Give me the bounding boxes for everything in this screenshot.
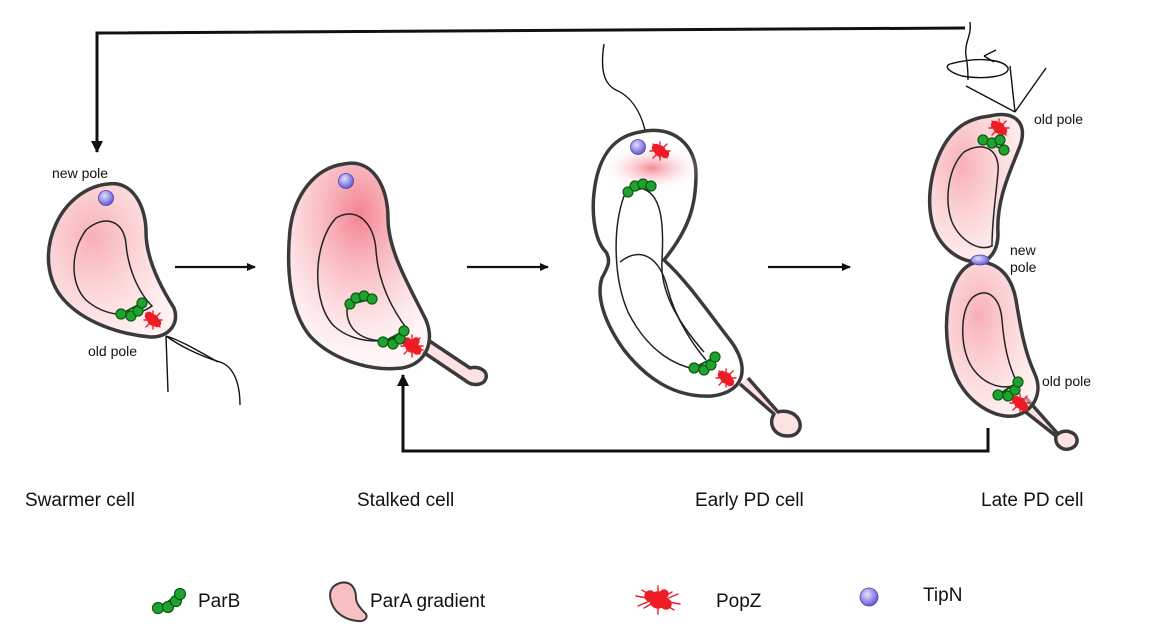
late-new-pole-label-line1: new bbox=[1010, 242, 1037, 258]
parb-foci bbox=[115, 134, 1024, 615]
tipn-late-division-site bbox=[970, 254, 990, 266]
stage-label-stalked: Stalked cell bbox=[357, 490, 454, 511]
legend-popz-label: PopZ bbox=[716, 591, 762, 612]
parb-stalked-left bbox=[344, 290, 378, 310]
tipn-early bbox=[630, 139, 646, 155]
stage-label-swarmer: Swarmer cell bbox=[25, 490, 135, 511]
legend-parb-label: ParB bbox=[198, 591, 240, 612]
parb-stalked-right bbox=[377, 325, 410, 350]
popz-stalked bbox=[400, 334, 424, 358]
late-new-pole-label-line2: pole bbox=[1010, 259, 1037, 275]
parb-late-top bbox=[977, 134, 1010, 156]
popz-early-bottom bbox=[715, 368, 737, 388]
late-old-pole-top-label: old pole bbox=[1034, 111, 1083, 127]
parb-early-top bbox=[622, 178, 657, 198]
parb-swarmer bbox=[115, 297, 148, 322]
tipn-foci bbox=[98, 139, 990, 607]
tipn-swarmer bbox=[98, 190, 114, 206]
popz-foci bbox=[143, 118, 1031, 615]
swarmer-cell bbox=[46, 181, 241, 406]
swarmer-new-pole-label: new pole bbox=[52, 165, 108, 181]
parb-late-bottom bbox=[992, 376, 1024, 402]
stage-label-early-pd: Early PD cell bbox=[695, 490, 804, 511]
late-old-pole-bottom-label: old pole bbox=[1042, 373, 1091, 389]
parb-early-bottom bbox=[688, 351, 721, 376]
tipn-stalked bbox=[338, 173, 354, 189]
bottom-return-arrow bbox=[397, 374, 990, 453]
tipn-legend-icon bbox=[859, 587, 879, 607]
top-return-arrow bbox=[91, 26, 966, 153]
para-gradient-legend-icon bbox=[329, 581, 368, 623]
popz-legend-icon bbox=[635, 585, 681, 615]
early-pd-cell bbox=[591, 43, 802, 438]
para-gradient-band bbox=[600, 144, 704, 192]
stage-label-late-pd: Late PD cell bbox=[981, 490, 1083, 511]
popz-swarmer bbox=[143, 310, 163, 330]
stalked-cell bbox=[286, 161, 488, 387]
legend-tipn-label: TipN bbox=[923, 585, 962, 606]
parb-legend-icon bbox=[151, 587, 187, 615]
popz-late-top bbox=[988, 118, 1010, 138]
swarmer-old-pole-label: old pole bbox=[88, 343, 137, 359]
popz-early-top bbox=[649, 141, 671, 161]
legend-para-label: ParA gradient bbox=[370, 591, 486, 612]
popz-late-bottom bbox=[1009, 393, 1031, 413]
